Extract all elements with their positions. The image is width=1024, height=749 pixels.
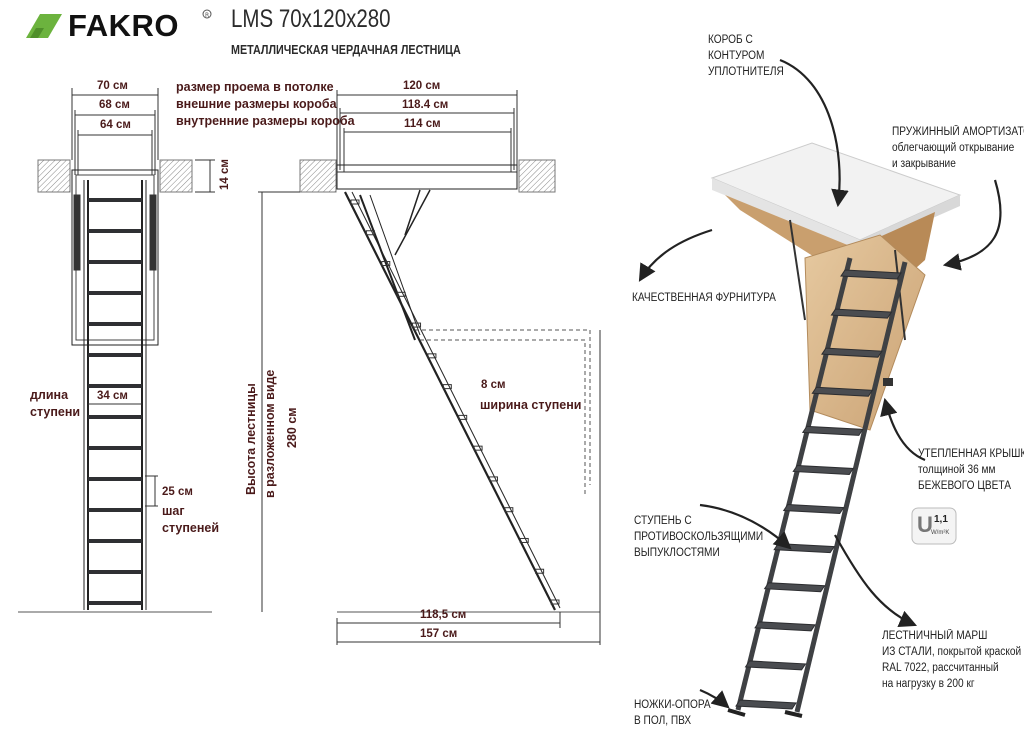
front-step (88, 198, 142, 202)
dim-70: 70 см (97, 80, 128, 92)
front-step (88, 291, 142, 295)
front-step (88, 601, 142, 605)
legend-opening: размер проема в потолке (176, 80, 334, 94)
product-title: LMS 70x120x280 (231, 5, 391, 33)
side-steps (350, 199, 560, 605)
dim-34: 34 см (97, 390, 128, 402)
u-value-badge (911, 507, 957, 545)
dim-25: 25 см (162, 486, 193, 498)
side-step (365, 230, 375, 236)
dim-114: 114 см (404, 118, 441, 130)
ladder-illustration (710, 142, 962, 713)
photo-step (821, 347, 883, 358)
front-step (88, 322, 142, 326)
height-value: 280 см (285, 407, 299, 448)
height-label-1: Высота лестницы (244, 383, 258, 495)
front-step (88, 260, 142, 264)
u-badge-value: 1,1 (934, 514, 948, 525)
dim-68: 68 см (99, 99, 130, 111)
side-step (550, 599, 560, 605)
dim-118-4: 118.4 см (402, 99, 449, 111)
photo-step (782, 504, 845, 515)
side-step (396, 291, 406, 297)
front-step (88, 229, 142, 233)
photo-step (811, 386, 874, 397)
dim-14: 14 см (219, 159, 231, 190)
dim-120: 120 см (403, 80, 441, 92)
u-badge-letter: U (917, 512, 933, 537)
photo-step (840, 269, 902, 280)
annotation-hardware: КАЧЕСТВЕННАЯ ФУРНИТУРА (632, 292, 776, 304)
photo-step (773, 543, 836, 554)
front-step (88, 570, 142, 574)
u-badge-unit: W/m²K (931, 530, 950, 536)
photo-step (744, 660, 807, 671)
photo-step (754, 621, 816, 632)
front-step (88, 477, 142, 481)
product-subtitle: МЕТАЛЛИЧЕСКАЯ ЧЕРДАЧНАЯ ЛЕСТНИЦА (231, 43, 461, 57)
front-step (88, 353, 142, 357)
side-step (535, 568, 545, 574)
front-steps (88, 198, 142, 605)
photo-step (792, 464, 855, 475)
dim-64: 64 см (100, 119, 131, 131)
side-step (427, 353, 437, 359)
side-step (458, 414, 468, 420)
photo-step (735, 699, 797, 710)
dim-8: 8 см (481, 379, 506, 391)
front-step (88, 446, 142, 450)
side-step (504, 507, 514, 513)
annotation-arrows (638, 58, 1002, 709)
side-step (381, 261, 391, 267)
dim-157: 157 см (420, 628, 458, 640)
side-step (350, 199, 360, 205)
front-step (88, 415, 142, 419)
side-step (412, 322, 422, 328)
front-view (37, 88, 215, 610)
front-step (88, 508, 142, 512)
dimension-legend: размер проема в потолке внешние размеры … (176, 79, 355, 130)
photo-step (763, 582, 826, 593)
legend-inner: внутренние размеры короба (176, 114, 355, 128)
side-step (519, 537, 529, 543)
side-step (488, 476, 498, 482)
side-view (258, 90, 601, 645)
legend-outer: внешние размеры короба (176, 97, 337, 111)
logo-mark-icon (26, 14, 62, 38)
height-label-2: в разложенном виде (263, 369, 277, 498)
front-step (88, 384, 142, 388)
side-step (442, 384, 452, 390)
step-width-label: ширина ступени (480, 398, 582, 412)
front-step (88, 539, 142, 543)
photo-step (830, 308, 893, 319)
photo-step (801, 425, 864, 436)
brand-name: FAKRO (68, 8, 179, 43)
dim-118-5: 118,5 см (420, 609, 467, 621)
side-step (473, 445, 483, 451)
